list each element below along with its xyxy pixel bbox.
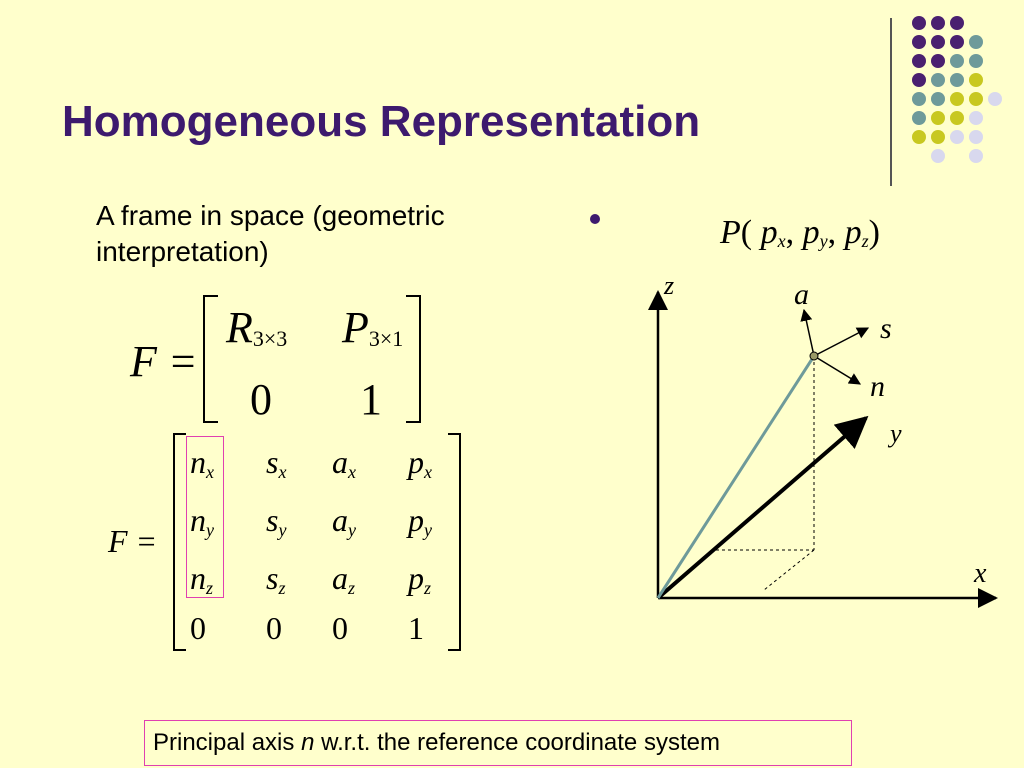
decorative-dot (912, 130, 926, 144)
matrix1-r1c2: P3×1 (342, 303, 404, 352)
position-vector (656, 355, 816, 599)
decorative-dot (988, 92, 1002, 106)
y-axis-label: y (887, 419, 902, 448)
matrix1-r2c2: 1 (360, 375, 382, 424)
decorative-dot (969, 130, 983, 144)
point-coordinates-label: P( px, py, pz) (720, 214, 880, 251)
s-axis-label: s (880, 312, 892, 345)
decorative-dot (912, 16, 926, 30)
z-axis-label: z (663, 271, 674, 300)
decorative-dot (931, 92, 945, 106)
decorative-dot (912, 92, 926, 106)
decorative-dot (969, 73, 983, 87)
title-divider (890, 18, 892, 186)
matrix1-lhs: F = (130, 337, 198, 386)
matrix2-cell: py (408, 502, 432, 540)
projection-y (763, 549, 815, 591)
matrix2-cell: px (408, 444, 432, 482)
matrix1-r2c1: 0 (250, 375, 272, 424)
decorative-dot (931, 16, 945, 30)
decorative-dot (950, 92, 964, 106)
slide-title: Homogeneous Representation (62, 97, 701, 146)
matrix2-cell: ay (332, 502, 356, 540)
n-axis (813, 355, 862, 385)
decorative-dot (931, 54, 945, 68)
matrix2-cell: ax (332, 444, 356, 482)
matrix2-cell: 1 (408, 610, 424, 646)
decorative-dot (969, 54, 983, 68)
decorative-dot (931, 111, 945, 125)
decorative-dot (950, 16, 964, 30)
decorative-dot (950, 130, 964, 144)
bullet-icon (590, 214, 600, 224)
decorative-dot (931, 149, 945, 163)
decorative-dot (931, 35, 945, 49)
decorative-dot (912, 73, 926, 87)
matrix2-lhs: F = (108, 523, 158, 559)
matrix2-cell: sy (266, 502, 287, 540)
decorative-dot (950, 111, 964, 125)
matrix2-cell: nz (190, 560, 214, 598)
matrix2-cell: 0 (266, 610, 282, 646)
decorative-dot (912, 54, 926, 68)
decorative-dot (950, 54, 964, 68)
matrix2-cell: 0 (332, 610, 348, 646)
decorative-dot (969, 92, 983, 106)
n-axis-label: n (870, 370, 885, 403)
frame-diagram: z y x a s n (648, 271, 998, 608)
a-axis (800, 308, 815, 357)
matrix1-brackets (203, 295, 421, 423)
decorative-dot (931, 73, 945, 87)
matrix2-cell: 0 (190, 610, 206, 646)
decorative-dot (912, 111, 926, 125)
decorative-dot (969, 111, 983, 125)
caption-box: Principal axis n w.r.t. the reference co… (144, 720, 852, 766)
matrix1-r1c1: R3×3 (226, 303, 288, 352)
n-column-highlight (186, 436, 224, 598)
matrix2-cell: az (332, 560, 356, 598)
matrix2-brackets (173, 433, 461, 651)
frame-description: A frame in space (geometric interpretati… (96, 200, 445, 267)
decorative-dot (969, 149, 983, 163)
decorative-dot (912, 35, 926, 49)
y-axis (656, 415, 869, 600)
decorative-dot (969, 35, 983, 49)
decorative-dot (950, 73, 964, 87)
matrix2-cell: sx (266, 444, 287, 482)
s-axis (813, 327, 870, 357)
decorative-dot (950, 35, 964, 49)
matrix2-cell: ny (190, 502, 214, 540)
frame-origin (809, 351, 819, 361)
matrix2-cell: pz (408, 560, 432, 598)
matrix2-cell: nx (190, 444, 214, 482)
x-axis-label: x (973, 558, 987, 589)
decorative-dot (931, 130, 945, 144)
a-axis-label: a (794, 278, 809, 311)
matrix2-cell: sz (266, 560, 286, 598)
